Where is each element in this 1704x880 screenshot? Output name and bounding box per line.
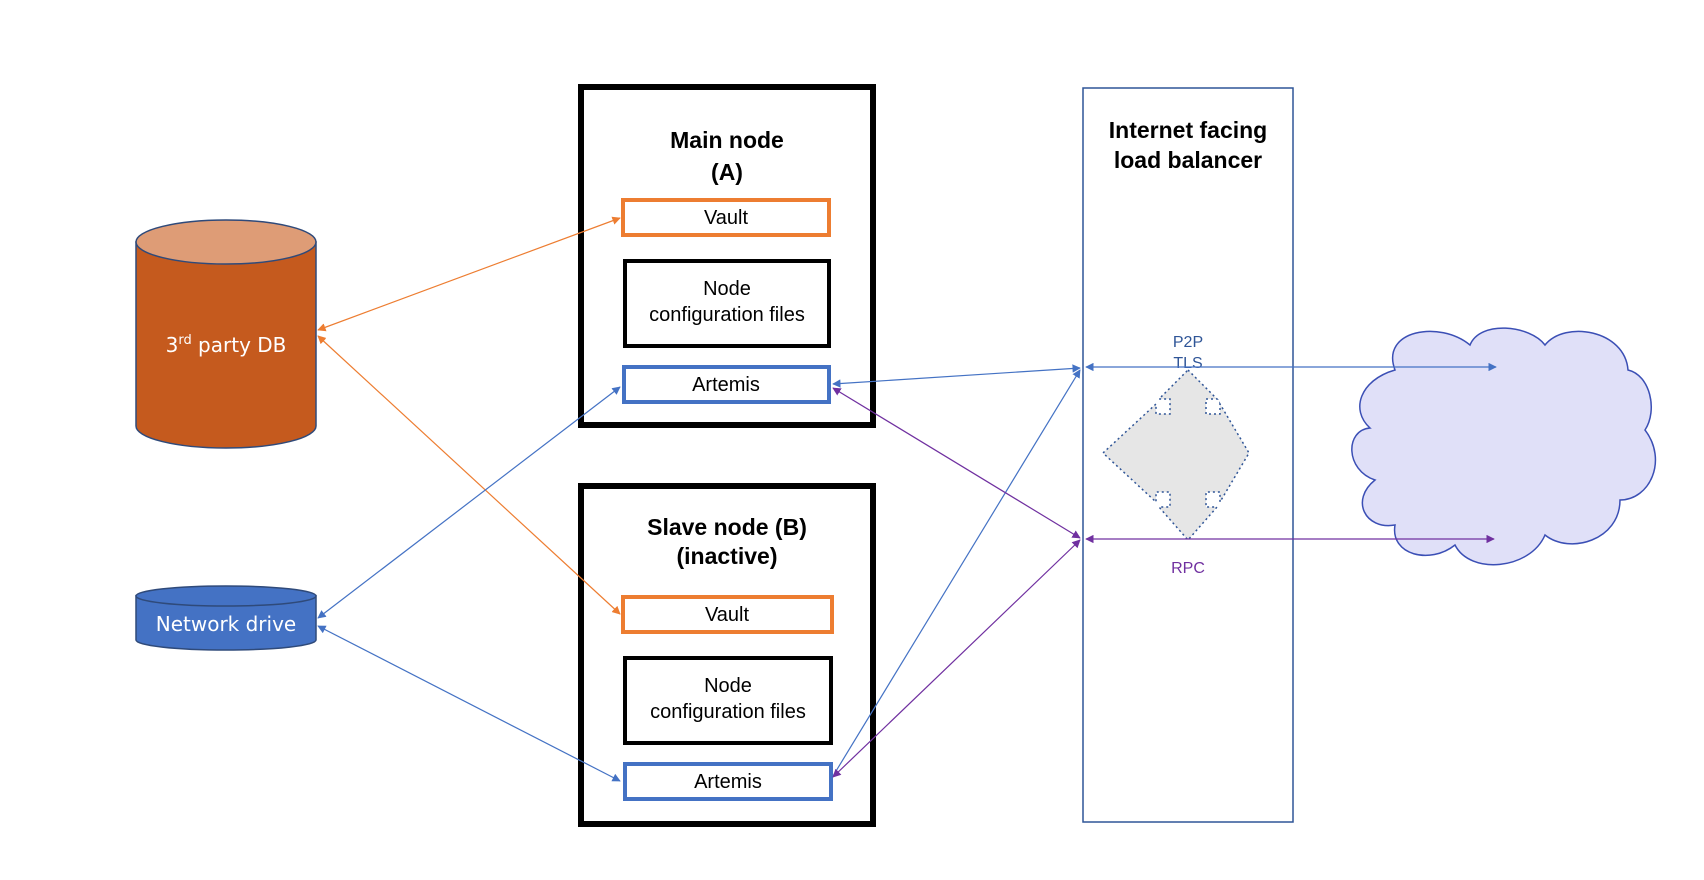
main-vault-label: Vault bbox=[704, 207, 749, 229]
slave-node-title-1: Slave node (B) bbox=[647, 514, 807, 540]
main-node-title-1: Main node bbox=[670, 127, 784, 153]
drive-slave-artemis-connector bbox=[317, 625, 621, 782]
slave-artemis-box bbox=[623, 762, 833, 801]
main-config-box bbox=[623, 259, 831, 348]
db-label: 3rd party DB bbox=[166, 333, 287, 357]
main-artemis-box bbox=[622, 365, 831, 404]
db-slave-vault-connector bbox=[317, 335, 621, 615]
slave-config-label-2: configuration files bbox=[650, 701, 806, 723]
slave-node-title-2: (inactive) bbox=[677, 543, 778, 569]
four-way-arrow-icon bbox=[1101, 368, 1250, 542]
slave-vault-label: Vault bbox=[705, 604, 750, 626]
main-artemis-rpc-connector bbox=[832, 387, 1081, 539]
main-config-label-2: configuration files bbox=[649, 304, 805, 326]
slave-config-box bbox=[623, 656, 833, 745]
slave-artemis-rpc-connector bbox=[832, 539, 1081, 778]
main-node: Main node (A) Vault Node configuration f… bbox=[578, 84, 876, 428]
load-balancer: Internet facing load balancer P2P TLS RP… bbox=[1082, 87, 1294, 823]
slave-node: Slave node (B) (inactive) Vault Node con… bbox=[578, 483, 876, 827]
db-main-vault-connector bbox=[317, 216, 621, 332]
main-config-label-1: Node bbox=[703, 278, 751, 300]
third-party-db: 3rd party DB bbox=[135, 219, 317, 449]
main-artemis-p2p-connector bbox=[832, 364, 1081, 388]
main-node-title-2: (A) bbox=[711, 159, 743, 185]
drive-main-artemis-connector bbox=[317, 386, 621, 619]
load-balancer-title-1: Internet facing bbox=[1109, 117, 1267, 143]
network-drive: Network drive bbox=[135, 585, 317, 651]
rpc-label: RPC bbox=[1171, 560, 1205, 577]
main-vault-box bbox=[621, 198, 831, 237]
p2p-label: P2P bbox=[1173, 334, 1203, 351]
network-drive-label: Network drive bbox=[156, 612, 296, 636]
internet-cloud-icon bbox=[1351, 327, 1657, 566]
slave-vault-box bbox=[621, 595, 834, 634]
slave-config-label-1: Node bbox=[704, 675, 752, 697]
tls-label: TLS bbox=[1173, 355, 1202, 372]
load-balancer-title-2: load balancer bbox=[1114, 147, 1262, 173]
main-artemis-label: Artemis bbox=[692, 374, 760, 396]
slave-artemis-label: Artemis bbox=[694, 771, 762, 793]
